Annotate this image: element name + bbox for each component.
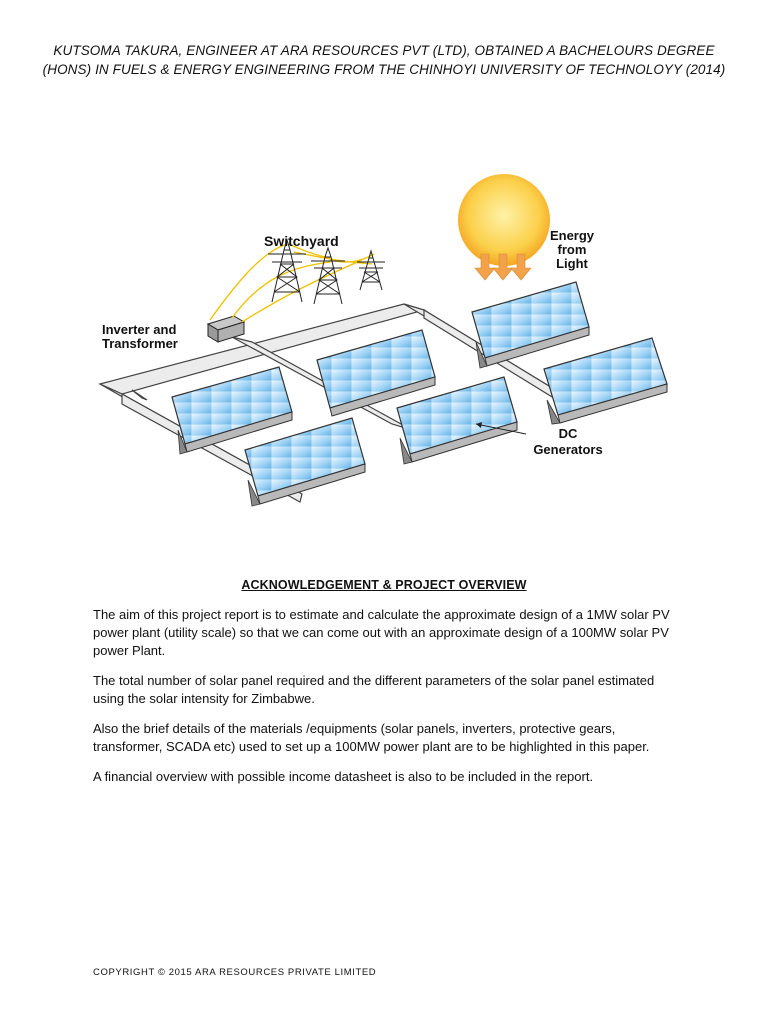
header-line-1: KUTSOMA TAKURA, ENGINEER AT ARA RESOURCE… xyxy=(53,43,715,58)
paragraph-2: The total number of solar panel required… xyxy=(93,673,655,706)
solar-plant-illustration: Switchyard Energy from Light Inverter an… xyxy=(98,174,668,507)
page-header: KUTSOMA TAKURA, ENGINEER AT ARA RESOURCE… xyxy=(0,41,768,79)
label-dc-2: Generators xyxy=(533,442,602,457)
label-dc-1: DC xyxy=(559,426,578,441)
transmission-towers xyxy=(268,238,385,305)
label-energy-2: from xyxy=(558,242,587,257)
copyright-footer: COPYRIGHT © 2015 ARA RESOURCES PRIVATE L… xyxy=(93,967,377,978)
tower-3 xyxy=(357,249,385,291)
paragraph-1: The aim of this project report is to est… xyxy=(93,607,670,658)
body-text: The aim of this project report is to est… xyxy=(93,606,683,798)
paragraph-3: Also the brief details of the materials … xyxy=(93,721,650,754)
tower-2 xyxy=(311,246,345,305)
down-arrow-icon xyxy=(492,253,514,281)
solar-plant-diagram: Switchyard Energy from Light Inverter an… xyxy=(92,172,682,512)
label-energy-3: Light xyxy=(556,256,588,271)
down-arrow-icon xyxy=(510,253,532,281)
paragraph-4: A financial overview with possible incom… xyxy=(93,769,594,784)
panel-row-1 xyxy=(171,366,293,455)
panel-row-3 xyxy=(316,329,436,417)
header-line-2: (HONS) IN FUELS & ENERGY ENGINEERING FRO… xyxy=(42,62,726,77)
sun-icon xyxy=(458,174,550,266)
inverter-transformer-box xyxy=(206,315,246,343)
label-inverter-2: Transformer xyxy=(102,336,178,351)
down-arrow-icon xyxy=(474,253,496,281)
label-energy-1: Energy xyxy=(550,228,595,243)
panel-row-6 xyxy=(543,337,668,425)
panel-row-5 xyxy=(471,281,590,369)
tower-1 xyxy=(268,238,306,303)
label-inverter-1: Inverter and xyxy=(102,322,176,337)
label-switchyard: Switchyard xyxy=(264,233,339,249)
section-title: ACKNOWLEDGEMENT & PROJECT OVERVIEW xyxy=(241,578,527,592)
light-arrows xyxy=(474,253,532,281)
panel-row-2 xyxy=(244,417,366,507)
power-lines xyxy=(209,243,375,323)
panel-row-4 xyxy=(396,376,518,465)
dc-leader-line xyxy=(475,423,527,435)
